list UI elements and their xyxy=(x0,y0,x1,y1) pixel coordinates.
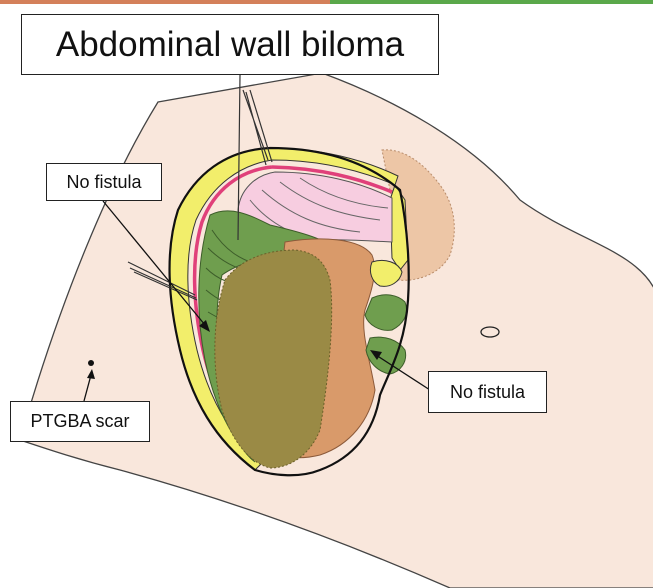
top-bar-left xyxy=(0,0,330,4)
label-no-fistula-left: No fistula xyxy=(46,163,162,201)
scar-dot xyxy=(88,360,94,366)
diagram-title: Abdominal wall biloma xyxy=(21,14,439,75)
top-bar-right xyxy=(330,0,653,4)
label-no-fistula-right: No fistula xyxy=(428,371,547,413)
label-ptgba-scar: PTGBA scar xyxy=(10,401,150,442)
